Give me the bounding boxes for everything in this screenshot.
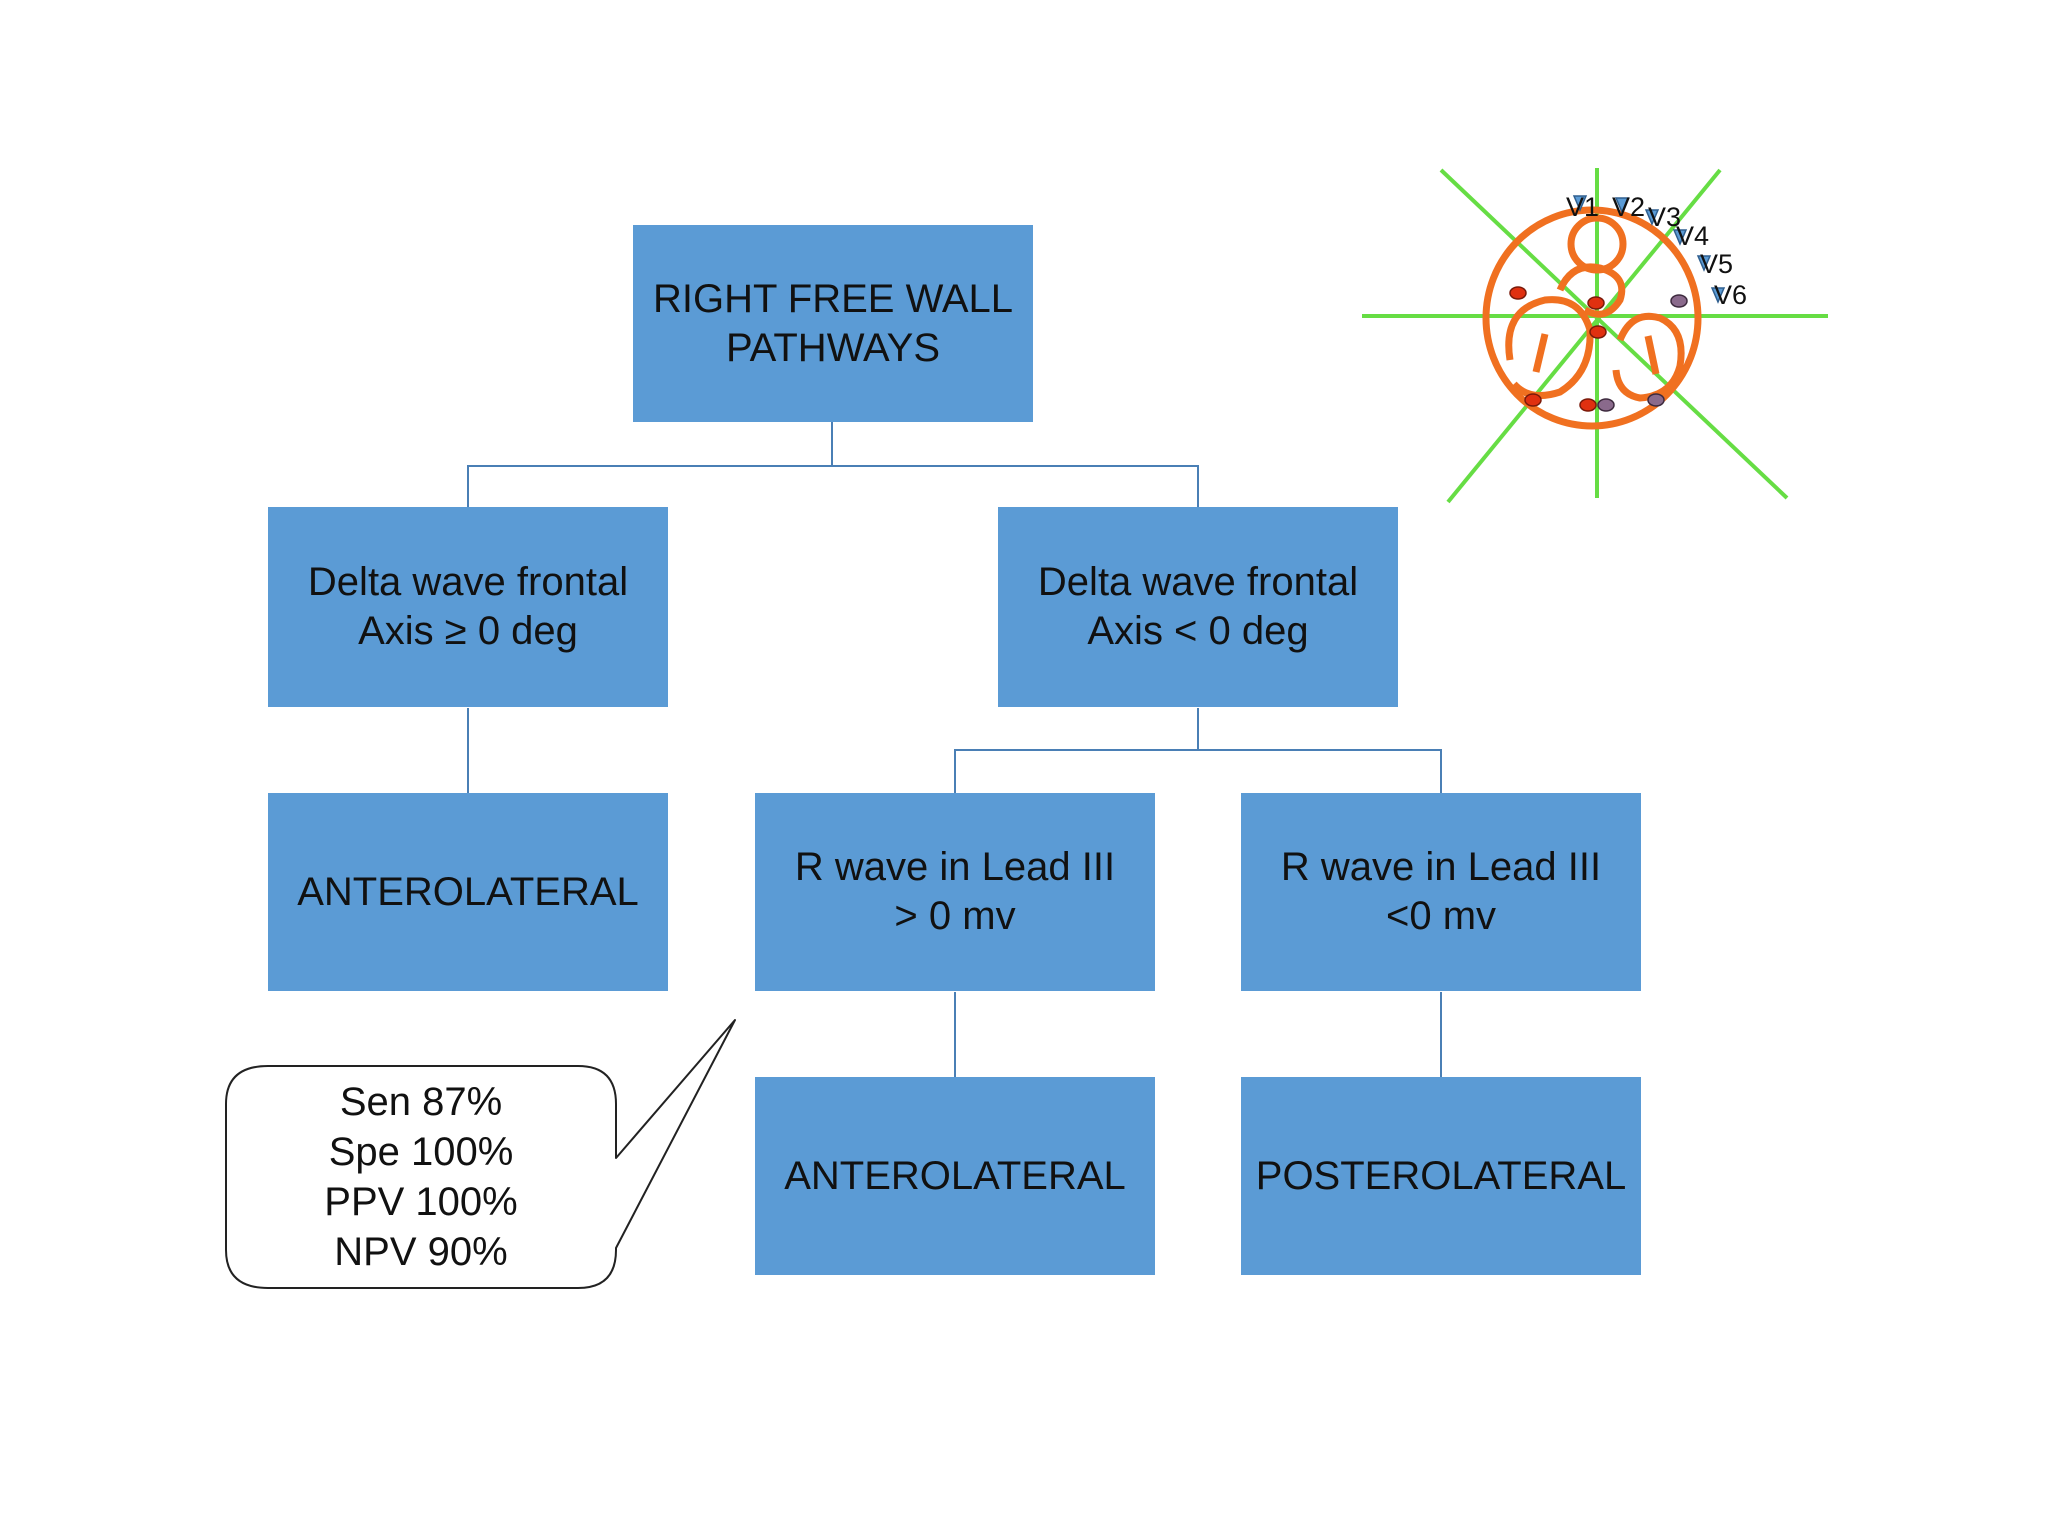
node-axis-pos-line1: Delta wave frontal [307, 560, 629, 604]
node-rwave-neg-line1: R wave in Lead III [1280, 845, 1602, 889]
lead-labels: V1 V2 V3 V4 V5 V6 [1566, 192, 1747, 310]
lead-marker-v3 [1644, 209, 1660, 226]
lead-marker-v2 [1614, 197, 1630, 214]
callout-stats: Sen 87% Spe 100% PPV 100% NPV 90% [226, 1067, 616, 1287]
dot-purple [1670, 294, 1688, 308]
node-right-free-wall-pathways: RIGHT FREE WALL PATHWAYS [633, 225, 1033, 422]
lead-label-v1: V1 [1566, 192, 1599, 222]
callout-sensitivity: Sen 87% [339, 1080, 503, 1124]
dot-red [1589, 325, 1607, 339]
node-rwave-negative: R wave in Lead III <0 mv [1241, 793, 1641, 991]
node-antero-left-label: ANTEROLATERAL [297, 869, 639, 914]
callout-npv: NPV 90% [334, 1230, 508, 1274]
dot-red [1509, 286, 1527, 300]
lead-marker-v5 [1696, 255, 1712, 272]
pathway-dots [1509, 286, 1688, 412]
dot-purple [1647, 393, 1665, 407]
lead-label-v6: V6 [1714, 280, 1747, 310]
node-rwave-neg-line2: <0 mv [1385, 894, 1497, 938]
connector-axis-neg-branch [954, 749, 1442, 793]
dot-purple [1597, 398, 1615, 412]
lead-marker-v4 [1672, 229, 1688, 246]
lead-marker-v6 [1710, 287, 1726, 304]
dot-red [1579, 398, 1597, 412]
callout-specificity: Spe 100% [328, 1130, 514, 1174]
node-rwave-pos-line2: > 0 mv [894, 894, 1016, 938]
node-axis-neg-line2: Axis < 0 deg [1087, 609, 1309, 653]
node-axis-pos-line2: Axis ≥ 0 deg [358, 609, 578, 653]
node-root-line2: PATHWAYS [725, 325, 941, 370]
lead-label-v2: V2 [1612, 192, 1645, 222]
dot-red [1524, 393, 1542, 407]
node-rwave-pos-line1: R wave in Lead III [794, 845, 1116, 889]
lead-marker-v1 [1572, 195, 1588, 212]
lead-label-v5: V5 [1700, 249, 1733, 279]
callout-ppv: PPV 100% [324, 1180, 518, 1224]
dot-red [1587, 296, 1605, 310]
lead-markers [1572, 195, 1726, 304]
lead-label-v4: V4 [1676, 221, 1709, 251]
node-root-line1: RIGHT FREE WALL [652, 276, 1014, 321]
node-anterolateral-mid: ANTEROLATERAL [755, 1077, 1155, 1275]
node-postero-label: POSTEROLATERAL [1255, 1153, 1627, 1198]
node-axis-negative: Delta wave frontal Axis < 0 deg [998, 507, 1398, 707]
node-anterolateral-left: ANTEROLATERAL [268, 793, 668, 991]
node-rwave-positive: R wave in Lead III > 0 mv [755, 793, 1155, 991]
node-axis-positive: Delta wave frontal Axis ≥ 0 deg [268, 507, 668, 707]
node-posterolateral: POSTEROLATERAL [1241, 1077, 1641, 1275]
connector-root-branch [467, 465, 1199, 507]
node-axis-neg-line1: Delta wave frontal [1037, 560, 1359, 604]
node-antero-mid-label: ANTEROLATERAL [784, 1153, 1126, 1198]
lead-label-v3: V3 [1648, 202, 1681, 232]
